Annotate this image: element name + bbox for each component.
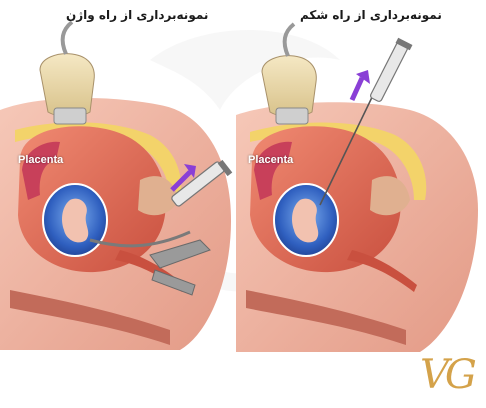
right-panel-title: نمونه‌برداری از راه شکم [300, 8, 442, 22]
bottom-background [0, 352, 486, 408]
right-placenta-label: Placenta [248, 154, 293, 166]
up-arrow-icon [352, 70, 370, 100]
syringe-icon [370, 38, 413, 103]
ultrasound-probe-icon [40, 22, 94, 124]
left-placenta-label: Placenta [18, 154, 63, 166]
right-panel [236, 24, 478, 352]
brand-logo: VG [420, 352, 473, 398]
left-panel-title: نمونه‌برداری از راه واژن [66, 8, 208, 22]
